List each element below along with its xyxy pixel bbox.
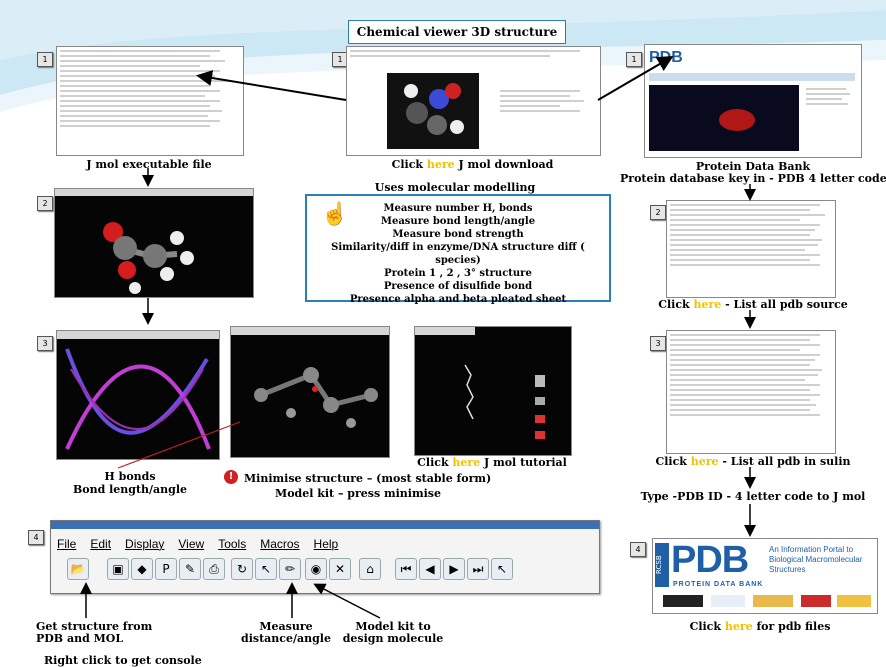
step-number: 4 (630, 542, 646, 557)
pdb-files-label: Click here for pdb files (689, 620, 831, 633)
uses-item: Presence of disulfide bond (383, 281, 533, 292)
home-button[interactable]: ⌂ (359, 558, 381, 580)
open-file-button[interactable]: 📂 (67, 558, 89, 580)
model-kit-button[interactable]: ◉ (305, 558, 327, 580)
print-button[interactable]: ⎙ (203, 558, 225, 580)
jmol-toolbar-window: File Edit Display View Tools Macros Help 📂 ▣ ◆… (50, 520, 600, 594)
molecule-screenshot (54, 188, 254, 298)
first-frame-button[interactable]: ⏮ (395, 558, 417, 580)
measure-button[interactable]: P (155, 558, 177, 580)
step-number: 1 (626, 52, 642, 67)
script-button[interactable]: ✎ (179, 558, 201, 580)
last-frame-button[interactable]: ⏭ (467, 558, 489, 580)
here-link[interactable]: here (693, 298, 722, 311)
menu-edit[interactable]: Edit (90, 537, 112, 551)
get-structure-label-1: Get structure from (36, 620, 153, 633)
jmol-file-label: J mol executable file (86, 158, 212, 171)
pdb-source-screenshot (666, 200, 836, 298)
menu-tools[interactable]: Tools (218, 537, 247, 551)
jmol-file-screenshot (56, 46, 244, 156)
right-click-label: Right click to get console (44, 654, 202, 667)
jmol-download-screenshot[interactable] (346, 46, 601, 156)
pick-measure-button[interactable]: ✏ (279, 558, 301, 580)
menu-help[interactable]: Help (313, 537, 339, 551)
step-number: 3 (650, 336, 666, 351)
insulin-label: Click here - List all pdb in sulin (655, 455, 851, 468)
rcsb-logo: PDB (671, 539, 749, 581)
menu-file[interactable]: File (57, 537, 77, 551)
menu-macros[interactable]: Macros (260, 537, 300, 551)
model-kit-label: Model kit – press minimise (275, 487, 441, 500)
pdb-source-label: Click here - List all pdb source (658, 298, 848, 311)
alert-icon: ! (224, 470, 238, 484)
color-button[interactable]: ◆ (131, 558, 153, 580)
step-number: 2 (37, 196, 53, 211)
measure-label-2: distance/angle (241, 632, 331, 645)
bond-length-label: Bond length/angle (72, 483, 188, 496)
rcsb-desc-1: An Information Portal to (769, 545, 854, 554)
hbonds-screenshot (56, 330, 220, 460)
menu-view[interactable]: View (178, 537, 205, 551)
rcsb-pdb-screenshot: RCSB PDB PROTEIN DATA BANK An Informatio… (652, 538, 878, 614)
pdb-label-2: Protein database key in - PDB 4 letter c… (620, 172, 886, 185)
step-number: 1 (37, 52, 53, 67)
step-number: 3 (37, 336, 53, 351)
insulin-list-screenshot (666, 330, 836, 454)
minimise-label: Minimise structure – (most stable form) (244, 472, 492, 485)
tutorial-screenshot (414, 326, 572, 456)
pdb-label-1: Protein Data Bank (695, 160, 811, 173)
modelkit-label-2: design molecule (342, 632, 444, 645)
type-pdb-label: Type -PDB ID - 4 letter code to J mol (640, 490, 866, 503)
pointing-hand-icon: ☝ (321, 202, 349, 227)
modelkit-label-1: Model kit to (355, 620, 431, 633)
menu-bar: File Edit Display View Tools Macros Help (57, 533, 352, 552)
rcsb-subtitle: PROTEIN DATA BANK (673, 581, 764, 588)
molecule-preview (387, 73, 479, 149)
uses-item: Measure bond strength (392, 229, 524, 240)
uses-item: Measure number H, bonds (383, 203, 533, 214)
rcsb-desc-3: Structures (769, 565, 806, 574)
step-number: 2 (650, 205, 666, 220)
camera-button[interactable]: ▣ (107, 558, 129, 580)
uses-item: Similarity/diff in enzyme/DNA structure … (331, 242, 585, 266)
step-number: 4 (28, 530, 44, 545)
next-frame-button[interactable]: ▶ (443, 558, 465, 580)
uses-item: Presence alpha and beta pleated sheet (349, 294, 567, 305)
uses-item: Measure bond length/angle (380, 216, 536, 227)
bond-length-screenshot (230, 326, 390, 458)
uses-item: Protein 1 , 2 , 3° structure (384, 268, 532, 279)
help-button[interactable]: ↖ (491, 558, 513, 580)
tutorial-label: Click here J mol tutorial (417, 456, 567, 469)
here-link[interactable]: here (452, 456, 481, 469)
uses-heading: Uses molecular modelling (374, 181, 536, 194)
step-number: 1 (332, 52, 348, 67)
here-link[interactable]: here (690, 455, 719, 468)
minimize-button[interactable]: ✕ (329, 558, 351, 580)
here-link[interactable]: here (426, 158, 455, 171)
rcsb-desc-2: Biological Macromolecular (769, 555, 863, 564)
h-bonds-label: H bonds (104, 470, 156, 483)
select-button[interactable]: ↖ (255, 558, 277, 580)
prev-frame-button[interactable]: ◀ (419, 558, 441, 580)
pdb-site-screenshot: PDB (644, 44, 862, 158)
menu-display[interactable]: Display (125, 537, 165, 551)
rotate-button[interactable]: ↻ (231, 558, 253, 580)
get-structure-label-2: PDB and MOL (36, 632, 124, 645)
measure-label-1: Measure (259, 620, 313, 633)
here-link[interactable]: here (724, 620, 753, 633)
jmol-download-label: Click here J mol download (391, 158, 554, 171)
